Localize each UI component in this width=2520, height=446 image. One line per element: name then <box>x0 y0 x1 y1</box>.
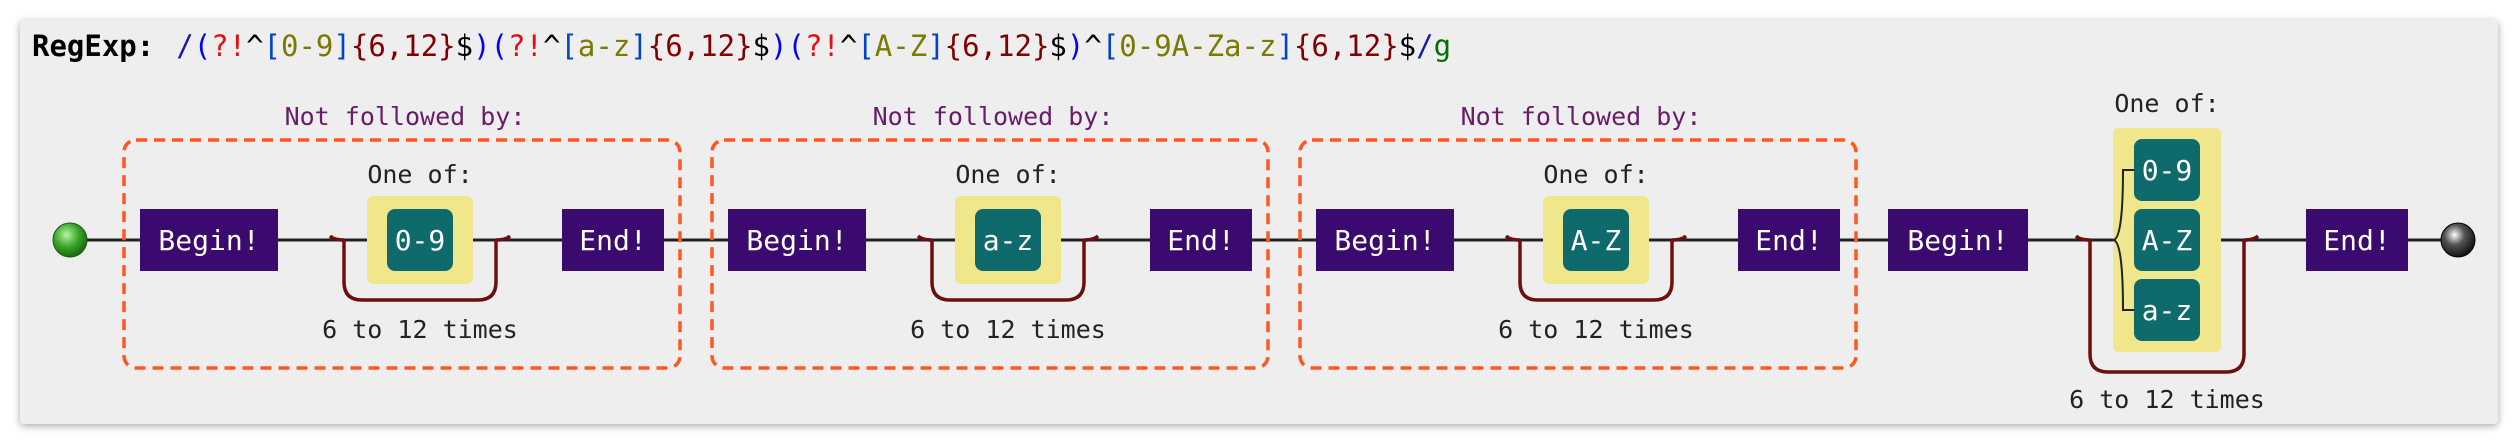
repeat-loop <box>930 240 1086 302</box>
char-class-label: a-z <box>2142 294 2193 327</box>
repeat-loop <box>1518 240 1674 302</box>
start-node <box>52 222 88 258</box>
regexp-token: [ <box>857 29 875 63</box>
repeat-label: 6 to 12 times <box>322 315 518 344</box>
lookahead-group <box>122 138 682 370</box>
repeat-loop-hook <box>2074 234 2091 242</box>
regexp-token: ] <box>1276 29 1294 63</box>
repeat-loop <box>342 240 498 302</box>
begin-anchor-box <box>1316 209 1454 271</box>
regexp-token: [ <box>263 29 282 63</box>
regexp-token: $ <box>752 29 770 63</box>
end-anchor: End! <box>1755 224 1822 257</box>
repeat-loop-hook <box>1504 234 1521 242</box>
char-class-box <box>2134 209 2200 271</box>
regexp-token: [ <box>560 29 578 63</box>
regexp-token: ] <box>630 29 648 63</box>
regexp-token: ?! <box>211 29 247 63</box>
end-node <box>2440 222 2476 258</box>
char-class-label: 0-9 <box>2142 154 2193 187</box>
begin-anchor: Begin! <box>746 224 847 257</box>
end-anchor-box <box>2306 209 2408 271</box>
regexp-token: {6,12} <box>1293 29 1399 63</box>
regexp-token: $ <box>455 29 474 63</box>
regexp-token: g <box>1433 29 1452 63</box>
regexp-token: ^ <box>542 29 561 63</box>
char-class-box <box>975 209 1041 271</box>
begin-anchor-box <box>140 209 278 271</box>
regexp-token: ^ <box>839 29 858 63</box>
regexp-token: {6,12} <box>944 29 1050 63</box>
one-of-label: One of: <box>955 160 1060 189</box>
regexp-token: A-Z <box>874 29 928 63</box>
one-of-label: One of: <box>2114 89 2219 118</box>
regexp-token: [ <box>1101 29 1120 63</box>
regexp-token: ^ <box>1084 29 1102 63</box>
repeat-loop-hook <box>916 234 933 242</box>
repeat-loop-hook <box>328 234 345 242</box>
char-class-label: A-Z <box>1571 224 1622 257</box>
lookahead-group <box>710 138 1270 370</box>
char-class-label: A-Z <box>2142 224 2193 257</box>
end-anchor: End! <box>2323 224 2390 257</box>
repeat-label: 6 to 12 times <box>910 315 1106 344</box>
repeat-loop <box>2088 240 2246 374</box>
one-of-label: One of: <box>1543 160 1648 189</box>
regexp-token: ) <box>473 29 491 63</box>
regexp-token: {6,12} <box>647 29 753 63</box>
repeat-loop-hook <box>1083 234 1100 242</box>
regexp-token: $ <box>1049 29 1067 63</box>
repeat-label: 6 to 12 times <box>1498 315 1694 344</box>
repeat-label: 6 to 12 times <box>2069 385 2265 414</box>
char-class-box <box>2134 139 2200 201</box>
char-class-box <box>2134 279 2200 341</box>
regexp-token: / <box>1416 29 1434 63</box>
end-anchor-box <box>1150 209 1252 271</box>
regexp-token: ?! <box>804 29 840 63</box>
repeat-loop-hook <box>495 234 512 242</box>
regexp-token: ( <box>787 29 805 63</box>
end-anchor: End! <box>1167 224 1234 257</box>
char-class-box <box>387 209 453 271</box>
end-anchor-box <box>562 209 664 271</box>
regexp-token: / <box>176 29 194 63</box>
end-anchor-box <box>1738 209 1840 271</box>
char-class-label: a-z <box>983 224 1034 257</box>
char-class-box <box>1563 209 1629 271</box>
regexp-token: $ <box>1398 29 1417 63</box>
branch-line <box>2112 239 2134 311</box>
branch-line <box>2112 169 2134 241</box>
regexp-token: ^ <box>246 29 264 63</box>
regexp-token: ( <box>490 29 509 63</box>
regexp-token: ) <box>770 29 788 63</box>
char-class-label: 0-9 <box>395 224 446 257</box>
lookahead-label: Not followed by: <box>1461 102 1702 131</box>
regexp-token: ) <box>1066 29 1085 63</box>
one-of-label: One of: <box>367 160 472 189</box>
begin-anchor-box <box>1888 209 2028 271</box>
lookahead-group <box>1298 138 1858 370</box>
regexp-token: 0-9A-Za-z <box>1119 29 1277 63</box>
end-anchor: End! <box>579 224 646 257</box>
regexp-pattern: /(?!^[0-9]{6,12}$)(?!^[a-z]{6,12}$)(?!^[… <box>176 29 1451 63</box>
regexp-label: RegExp: <box>32 29 155 63</box>
repeat-loop-hook <box>1671 234 1688 242</box>
regexp-token: ] <box>333 29 351 63</box>
regexp-token: a-z <box>577 29 631 63</box>
repeat-loop-hook <box>2243 234 2260 242</box>
regexp-token: ( <box>193 29 212 63</box>
begin-anchor: Begin! <box>1907 224 2008 257</box>
regexp-source: RegExp:/(?!^[0-9]{6,12}$)(?!^[a-z]{6,12}… <box>32 26 1451 66</box>
regexp-token: ?! <box>508 29 543 63</box>
regexp-token: 0-9 <box>281 29 334 63</box>
regexp-token: ] <box>927 29 945 63</box>
lookahead-label: Not followed by: <box>285 102 526 131</box>
lookahead-label: Not followed by: <box>873 102 1114 131</box>
begin-anchor: Begin! <box>158 224 259 257</box>
begin-anchor-box <box>728 209 866 271</box>
regexp-token: {6,12} <box>350 29 456 63</box>
begin-anchor: Begin! <box>1334 224 1435 257</box>
